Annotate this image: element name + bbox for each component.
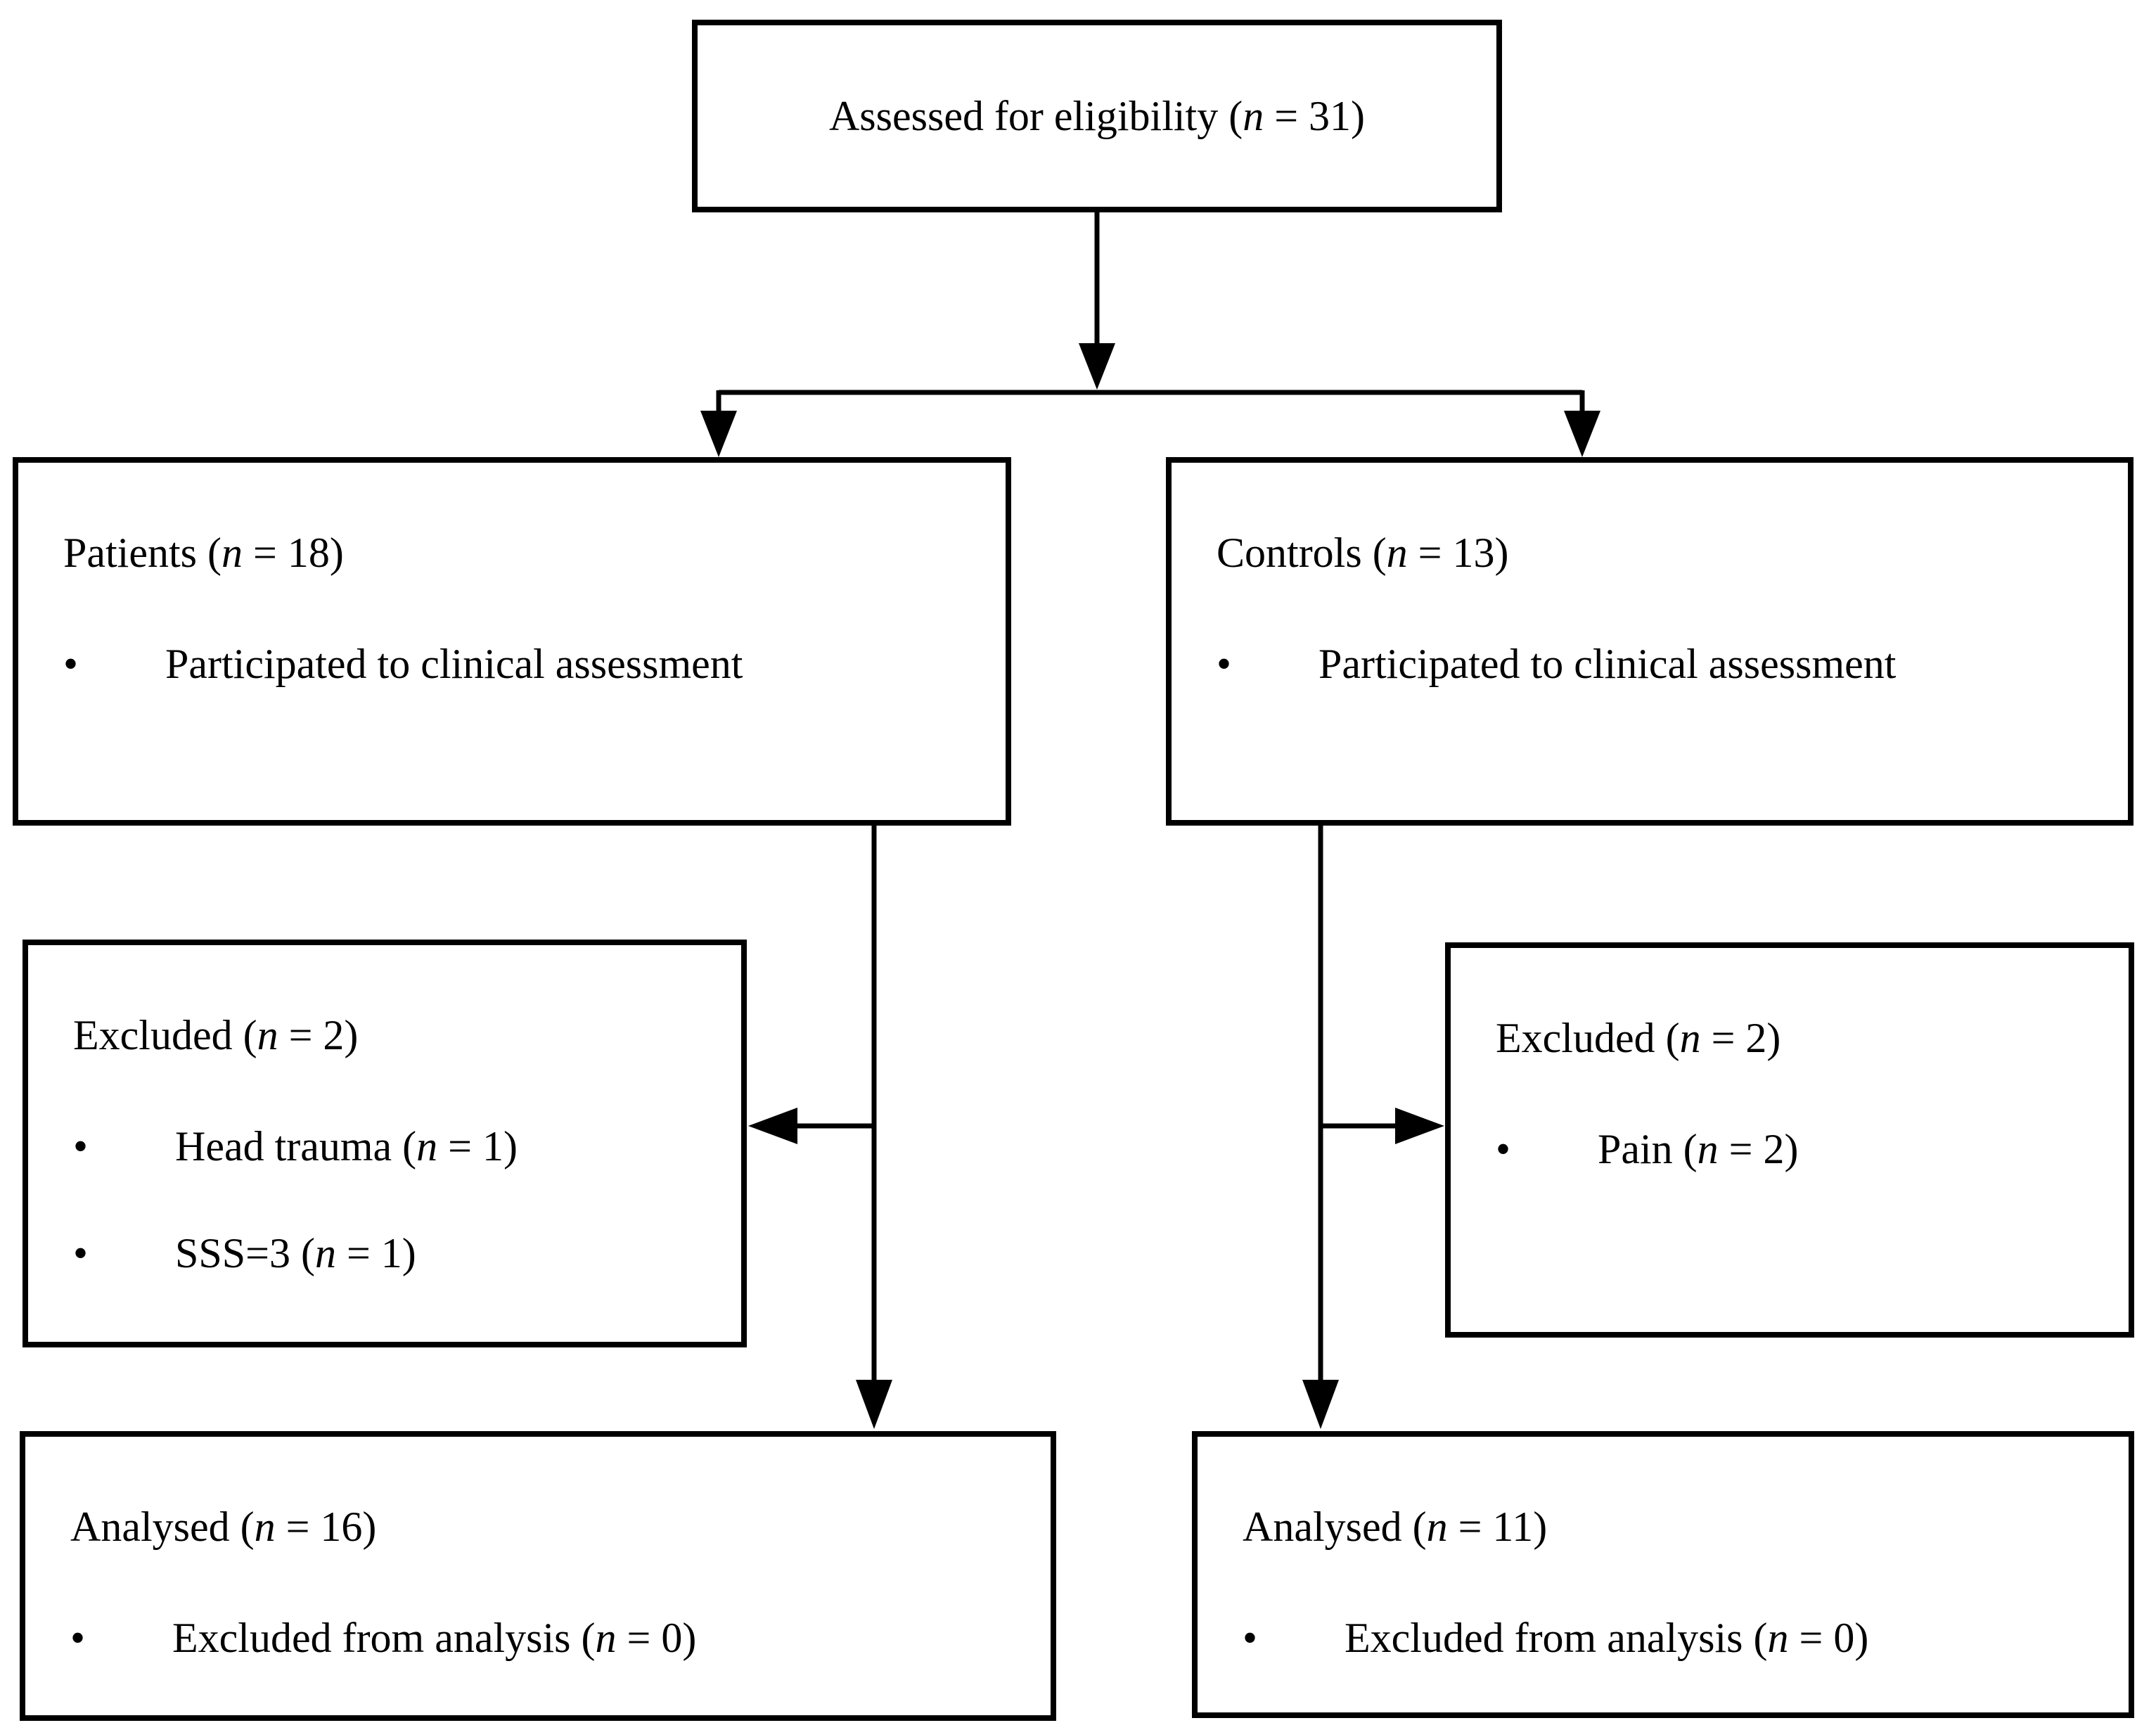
arrowhead-to-excluded-left-icon (748, 1108, 797, 1144)
bullet-text: Participated to clinical assessment (1318, 636, 1896, 692)
box-patients-bullets: • Participated to clinical assessment (63, 636, 980, 692)
analysed-left-title-post: = 16) (275, 1504, 377, 1550)
arrowhead-to-excluded-right-icon (1395, 1108, 1444, 1144)
bullet-text: Head trauma (n = 1) (175, 1118, 518, 1174)
bullet-text-n: n (1697, 1126, 1719, 1172)
bullet-text-post: = 0) (616, 1615, 697, 1661)
box-excluded-controls-title: Excluded (n = 2) (1496, 1010, 2103, 1066)
box-controls-bullets: • Participated to clinical assessment (1217, 636, 2103, 692)
excluded-right-title-pre: Excluded ( (1496, 1015, 1680, 1061)
bullet-text-n: n (1767, 1615, 1789, 1661)
box-excluded-controls: Excluded (n = 2) • Pain (n = 2) (1445, 942, 2134, 1338)
box-assessed-title: Assessed for eligibility (n = 31) (829, 88, 1365, 144)
bullet-dot-icon: • (73, 1230, 89, 1276)
assessed-title-n: n (1243, 93, 1264, 139)
bullet-text-pre: Participated to clinical assessment (165, 641, 743, 687)
analysed-right-title-pre: Analysed ( (1243, 1504, 1427, 1550)
controls-title-pre: Controls ( (1217, 530, 1387, 576)
bullet-text-pre: Excluded from analysis ( (172, 1615, 596, 1661)
patients-title-pre: Patients ( (63, 530, 222, 576)
bullet-text-n: n (314, 1230, 336, 1276)
box-analysed-patients: Analysed (n = 16) • Excluded from analys… (20, 1431, 1056, 1721)
bullet-text: Pain (n = 2) (1598, 1121, 1798, 1177)
box-analysed-controls-title: Analysed (n = 11) (1243, 1499, 2103, 1555)
arrowhead-assessed-down-icon (1079, 343, 1115, 390)
bullet-text-post: = 1) (437, 1123, 518, 1170)
box-excluded-controls-bullets: • Pain (n = 2) (1496, 1121, 2103, 1177)
box-analysed-controls: Analysed (n = 11) • Excluded from analys… (1192, 1431, 2134, 1718)
controls-title-n: n (1386, 530, 1408, 576)
bullet-item: • Head trauma (n = 1) (73, 1118, 716, 1174)
box-excluded-patients: Excluded (n = 2) • Head trauma (n = 1) •… (23, 940, 747, 1347)
bullet-dot-icon: • (70, 1615, 86, 1661)
bullet-item: • Participated to clinical assessment (1217, 636, 2103, 692)
bullet-text: Participated to clinical assessment (165, 636, 743, 692)
excluded-left-title-post: = 2) (278, 1012, 359, 1058)
box-assessed: Assessed for eligibility (n = 31) (692, 20, 1502, 212)
box-analysed-patients-bullets: • Excluded from analysis (n = 0) (70, 1610, 1025, 1666)
arrowhead-to-controls-icon (1564, 411, 1600, 457)
excluded-left-title-n: n (257, 1012, 278, 1058)
bullet-text-pre: Head trauma ( (175, 1123, 417, 1170)
arrowhead-to-analysed-right-icon (1302, 1380, 1339, 1429)
bullet-text-n: n (416, 1123, 438, 1170)
bullet-item: • Excluded from analysis (n = 0) (70, 1610, 1025, 1666)
patients-title-n: n (221, 530, 243, 576)
box-excluded-patients-bullets: • Head trauma (n = 1) • SSS=3 (n = 1) (73, 1118, 716, 1281)
box-analysed-patients-title: Analysed (n = 16) (70, 1499, 1025, 1555)
box-controls: Controls (n = 13) • Participated to clin… (1166, 457, 2133, 826)
bullet-text-n: n (595, 1615, 617, 1661)
bullet-text: Excluded from analysis (n = 0) (172, 1610, 696, 1666)
bullet-text-pre: Excluded from analysis ( (1345, 1615, 1768, 1661)
analysed-left-title-pre: Analysed ( (70, 1504, 255, 1550)
assessed-title-post: = 31) (1264, 93, 1366, 139)
bullet-dot-icon: • (73, 1123, 89, 1170)
arrowhead-to-patients-icon (700, 411, 737, 457)
patients-title-post: = 18) (242, 530, 344, 576)
assessed-title-pre: Assessed for eligibility ( (828, 93, 1243, 139)
box-analysed-controls-bullets: • Excluded from analysis (n = 0) (1243, 1610, 2103, 1666)
box-controls-title: Controls (n = 13) (1217, 525, 2103, 581)
box-patients-title: Patients (n = 18) (63, 525, 980, 581)
bullet-text-post: = 0) (1788, 1615, 1869, 1661)
analysed-right-title-n: n (1426, 1504, 1448, 1550)
arrowhead-to-analysed-left-icon (856, 1380, 892, 1429)
bullet-dot-icon: • (63, 641, 79, 687)
bullet-text-pre: Participated to clinical assessment (1318, 641, 1897, 687)
analysed-right-title-post: = 11) (1447, 1504, 1548, 1550)
bullet-text-post: = 2) (1718, 1126, 1799, 1172)
bullet-text: SSS=3 (n = 1) (175, 1225, 416, 1281)
bullet-text-pre: SSS=3 ( (175, 1230, 315, 1276)
box-excluded-patients-title: Excluded (n = 2) (73, 1007, 716, 1063)
excluded-left-title-pre: Excluded ( (73, 1012, 257, 1058)
bullet-text-post: = 1) (335, 1230, 416, 1276)
bullet-item: • Excluded from analysis (n = 0) (1243, 1610, 2103, 1666)
bullet-text-pre: Pain ( (1598, 1126, 1698, 1172)
box-patients: Patients (n = 18) • Participated to clin… (13, 457, 1011, 826)
bullet-dot-icon: • (1217, 641, 1232, 687)
bullet-item: • Pain (n = 2) (1496, 1121, 2103, 1177)
excluded-right-title-n: n (1679, 1015, 1701, 1061)
excluded-right-title-post: = 2) (1700, 1015, 1781, 1061)
controls-title-post: = 13) (1407, 530, 1509, 576)
analysed-left-title-n: n (254, 1504, 276, 1550)
bullet-dot-icon: • (1243, 1615, 1258, 1661)
bullet-dot-icon: • (1496, 1126, 1511, 1172)
bullet-item: • SSS=3 (n = 1) (73, 1225, 716, 1281)
bullet-item: • Participated to clinical assessment (63, 636, 980, 692)
bullet-text: Excluded from analysis (n = 0) (1345, 1610, 1868, 1666)
